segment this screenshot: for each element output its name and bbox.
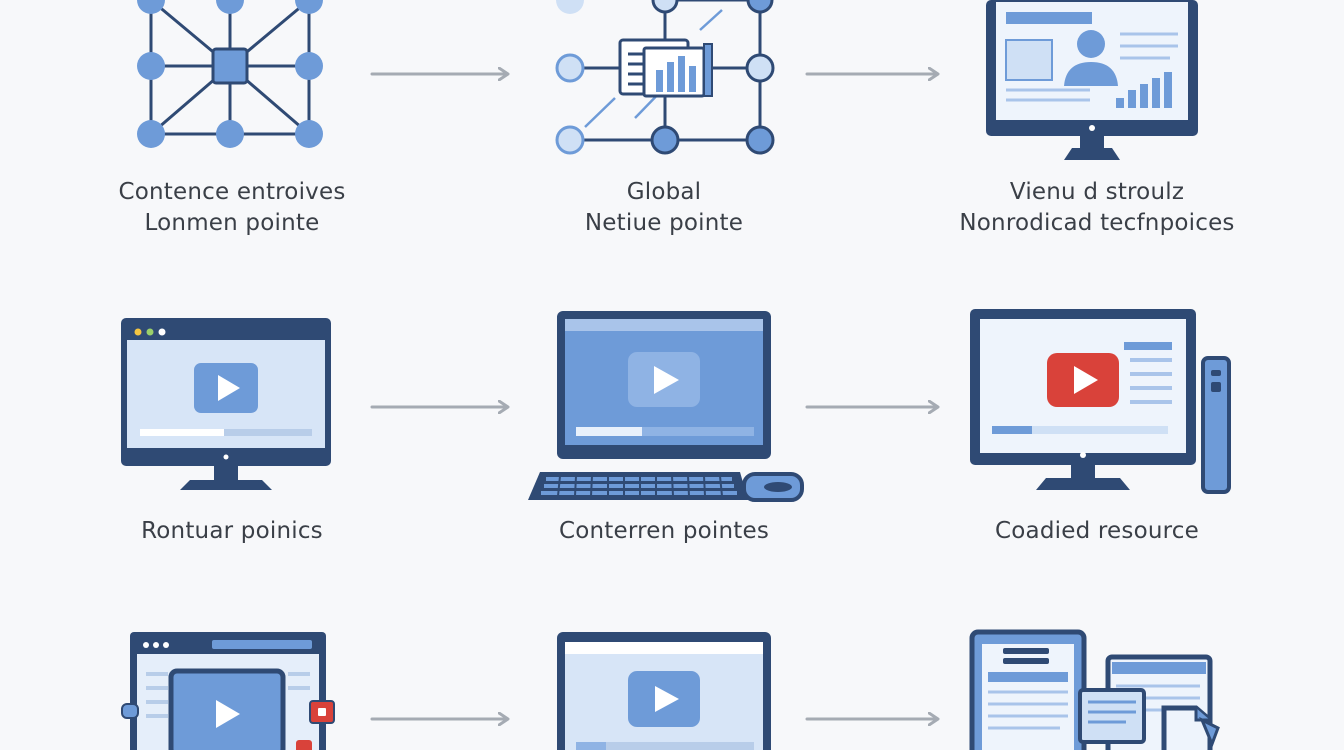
network-document-chart-icon xyxy=(555,0,775,155)
monitor-video-sidebar-icon xyxy=(970,309,1231,494)
caption-line: Contence entroives xyxy=(118,179,346,205)
caption-line: Conterren pointes xyxy=(558,518,770,544)
caption-line: Rontuar poinics xyxy=(141,518,323,544)
caption-line: Vienu d stroulz xyxy=(1009,179,1185,205)
caption-line: Coadied resource xyxy=(995,518,1199,544)
caption-line: Netiue pointe xyxy=(584,210,744,236)
multi-device-documents-icon xyxy=(969,629,1220,750)
arrows xyxy=(370,74,937,719)
caption-row2-step2: Conterren pointes xyxy=(484,516,844,547)
browser-video-embed-icon xyxy=(121,632,335,750)
caption-line: Global xyxy=(626,179,702,205)
caption-row1-step2: Global Netiue pointe xyxy=(484,177,844,239)
caption-row2-step3: Coadied resource xyxy=(917,516,1277,547)
network-nodes-icon xyxy=(137,0,323,148)
monitor-profile-dashboard-icon xyxy=(986,0,1198,160)
caption-row1-step1: Contence entroives Lonmen pointe xyxy=(52,177,412,239)
desktop-computer-video-icon xyxy=(528,311,804,502)
caption-line: Nonrodicad tecfnpoices xyxy=(959,210,1235,236)
caption-row1-step3: Vienu d stroulz Nonrodicad tecfnpoices xyxy=(917,177,1277,239)
caption-line: Lonmen pointe xyxy=(144,210,320,236)
caption-row2-step1: Rontuar poinics xyxy=(52,516,412,547)
monitor-video-icon xyxy=(557,632,771,750)
monitor-video-player-icon xyxy=(121,318,331,490)
